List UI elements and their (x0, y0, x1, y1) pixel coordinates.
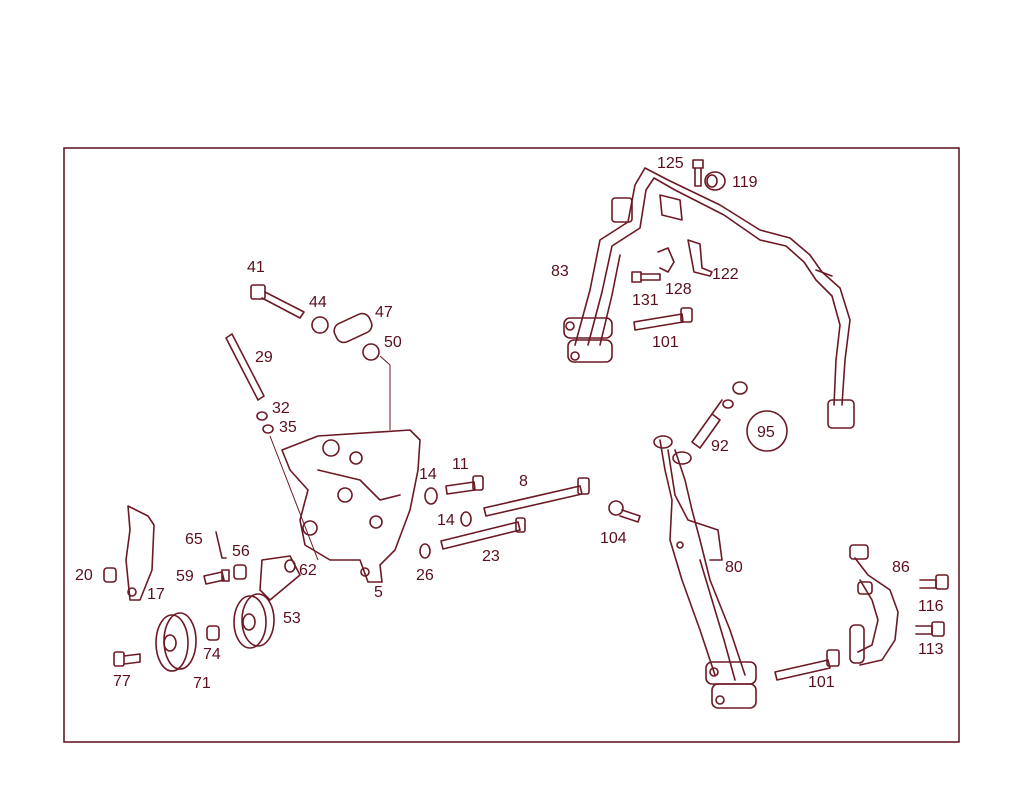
label-74: 74 (203, 646, 221, 663)
label-113: 113 (918, 641, 944, 658)
nut-20 (103, 567, 117, 583)
bushing-50 (362, 343, 380, 361)
label-56: 56 (232, 543, 250, 560)
label-104: 104 (600, 530, 627, 547)
label-122: 122 (712, 266, 739, 283)
pin-65 (215, 531, 227, 559)
label-23: 23 (482, 548, 500, 565)
bolt-8 (483, 477, 590, 517)
label-101-upper: 101 (652, 334, 679, 351)
label-116: 116 (918, 598, 944, 615)
bolt-11 (445, 475, 484, 495)
clip-128 (657, 247, 675, 273)
pulley-71 (155, 612, 197, 672)
screw-104 (608, 500, 641, 523)
label-11: 11 (452, 456, 469, 473)
bolt-29 (225, 333, 265, 401)
label-50: 50 (384, 334, 402, 351)
label-14-upper: 14 (419, 466, 437, 483)
pipe-83 (563, 167, 855, 429)
screw-125 (692, 159, 704, 187)
screw-116 (919, 574, 949, 590)
pulley-53 (233, 593, 275, 649)
label-41: 41 (247, 259, 265, 276)
label-128: 128 (665, 281, 692, 298)
washer-35 (262, 424, 274, 434)
label-20: 20 (75, 567, 93, 584)
label-44: 44 (309, 294, 327, 311)
bolt-77 (113, 651, 141, 667)
pipe-80 (653, 435, 757, 709)
label-47: 47 (375, 304, 393, 321)
plate-17 (125, 505, 155, 601)
label-125: 125 (657, 155, 684, 172)
washer-14-upper (424, 487, 438, 505)
label-71: 71 (193, 675, 211, 692)
label-5: 5 (374, 584, 383, 601)
label-17: 17 (147, 586, 165, 603)
label-92: 92 (711, 438, 729, 455)
bolt-101-upper (633, 307, 693, 331)
label-32: 32 (272, 400, 290, 417)
bolt-41 (250, 284, 305, 319)
bracket-122 (687, 239, 713, 277)
label-131: 131 (632, 292, 659, 309)
label-80: 80 (725, 559, 743, 576)
label-101-lower: 101 (808, 674, 835, 691)
label-77: 77 (113, 673, 131, 690)
label-83: 83 (551, 263, 569, 280)
label-95: 95 (757, 424, 775, 441)
label-35: 35 (279, 419, 297, 436)
link-47 (333, 312, 373, 344)
label-59: 59 (176, 568, 194, 585)
label-8: 8 (519, 473, 528, 490)
label-86: 86 (892, 559, 910, 576)
label-29: 29 (255, 349, 273, 366)
bracket-5 (281, 429, 421, 583)
label-14-lower: 14 (437, 512, 455, 529)
pipe-86 (849, 544, 899, 666)
cap-95 (722, 381, 788, 452)
label-53: 53 (283, 610, 301, 627)
bushing-44 (311, 316, 329, 334)
washer-32 (256, 411, 268, 421)
washer-14-lower (460, 511, 472, 527)
sleeve-56 (233, 564, 247, 580)
bolt-101-lower (774, 649, 840, 681)
label-119: 119 (732, 174, 758, 191)
screw-59 (203, 569, 230, 585)
label-62: 62 (299, 562, 317, 579)
washer-26 (419, 543, 431, 559)
label-65: 65 (185, 531, 203, 548)
label-26: 26 (416, 567, 434, 584)
screw-113 (915, 621, 945, 637)
bolt-23 (440, 517, 526, 550)
tensioner-arm (259, 555, 301, 601)
bushing-119 (704, 171, 726, 191)
diagram-frame (63, 147, 960, 743)
spacer-74 (206, 625, 220, 641)
fitting-92 (691, 399, 723, 449)
screw-131 (631, 271, 661, 283)
